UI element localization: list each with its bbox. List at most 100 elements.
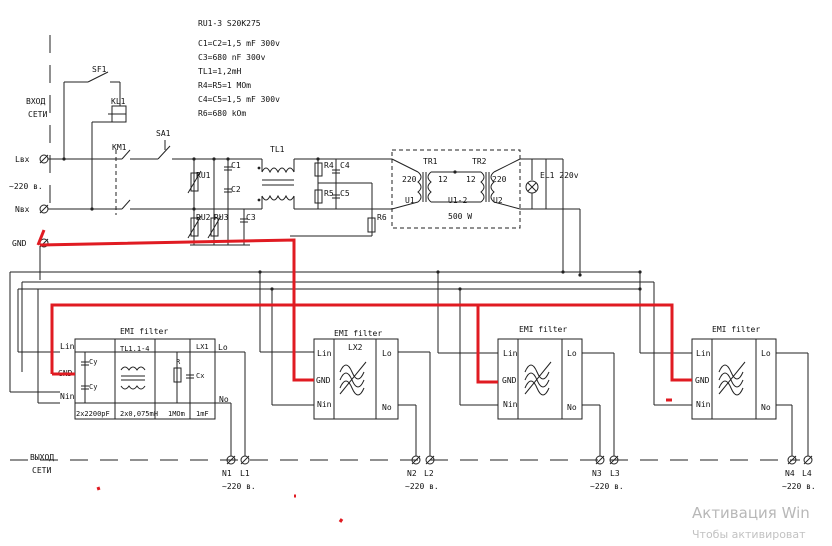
ru3-varistor [210,217,219,237]
component-notes: RU1-3 S20K275 C1=C2=1,5 mF 300v C3=680 n… [198,19,280,118]
sf1-label: SF1 [92,65,107,74]
filter-2-lx: LX2 [348,343,363,352]
tr2-secondary [490,171,495,203]
terminal-v2: ~220 в. [405,482,439,491]
filter-1-lin: Lin [60,342,75,351]
r6-label: R6 [377,213,387,222]
filter-2-no: No [382,403,392,412]
terminal-l1: L1 [240,469,250,478]
filter-3-box [497,338,583,420]
filter-4-lo: Lo [761,349,771,358]
tl1-coil-top [261,167,295,174]
terminal-n3: N3 [592,469,602,478]
tr1-secondary-voltage: 12 [438,175,448,184]
input-title-2: СЕТИ [28,110,47,119]
output-title-2: СЕТИ [32,466,51,475]
filter-1-cy1: Cy [89,358,97,366]
tr2-primary-voltage: 12 [466,175,476,184]
tr1-label: TR1 [423,157,438,166]
output-terminals-4: N4 L4 ~220 в. [782,455,816,491]
tr1-secondary [427,171,432,203]
filter-2-nin: Nin [317,400,332,409]
input-protection: RU1 RU2 RU3 C1 C2 C3 TL1 [187,145,392,246]
emi-filter-1: EMI filter Lin GND Nin Lo No TL1.1-4 LX1… [58,327,229,420]
transformer-box [391,149,521,229]
filter-2-lin: Lin [317,349,332,358]
terminal-v3: ~220 в. [590,482,624,491]
gnd-label: GND [12,239,27,248]
filter-1-spec-1: 2x2200pF [76,410,110,418]
output-terminals-1: N1 L1 ~220 в. [222,455,256,491]
red-ground-wire-3 [476,305,498,384]
note-line: C3=680 nF 300v [198,53,266,62]
u2-label: U2 [493,196,503,205]
terminal-l4: L4 [802,469,812,478]
filter-1-cx: Cx [196,372,204,380]
filter-3-gnd: GND [502,376,517,385]
tr2-secondary-voltage: 220 [492,175,507,184]
terminal-n1: N1 [222,469,232,478]
filter-2-gnd: GND [316,376,331,385]
tr2-primary [480,171,485,203]
red-ground-wire-1 [36,229,314,382]
tr2-label: TR2 [472,157,487,166]
note-line: TL1=1,2mH [198,67,242,76]
filter-1-tl: TL1.1-4 [120,345,150,353]
terminal-v1: ~220 в. [222,482,256,491]
terminal-l3: L3 [610,469,620,478]
tl1-label: TL1 [270,145,285,154]
filter-1-r: R [176,358,181,366]
note-line: C1=C2=1,5 mF 300v [198,39,280,48]
terminal-n2: N2 [407,469,417,478]
filter-3-lo: Lo [567,349,577,358]
r4-label: R4 [324,161,334,170]
ru2-label: RU2 [196,213,211,222]
filter-1-no: No [219,395,229,404]
filter-3-lin: Lin [503,349,518,358]
filter-2-title: EMI filter [334,329,382,338]
ru1-label: RU1 [196,171,211,180]
filter-1-cy2: Cy [89,383,97,391]
filter-1-nin: Nin [60,392,75,401]
r4-resistor [314,162,323,177]
sa1-label: SA1 [156,129,171,138]
output-terminals-2: N2 L2 ~220 в. [405,455,439,491]
c1-label: C1 [231,161,241,170]
ru1-varistor [190,172,199,192]
input-title-1: ВХОД [26,97,45,106]
filter-4-lin: Lin [696,349,711,358]
c4-label: C4 [340,161,350,170]
filter-1-lx: LX1 [196,343,209,351]
c5-label: C5 [340,189,350,198]
filter-1-spec-3: 1MOm [168,410,185,418]
output-section: ВЫХОД СЕТИ N1 L1 ~220 в. [10,351,816,491]
u1-label: U1 [405,196,415,205]
filter-4-gnd: GND [695,376,710,385]
note-line: R4=R5=1 MOm [198,81,251,90]
terminal-l2: L2 [424,469,434,478]
tr1-primary [417,171,422,203]
input-section: ВХОД СЕТИ Lвх ~220 в. Nвх GND SF1 KL1 KM… [9,35,262,248]
ground-annotation [36,229,692,523]
windows-activation-watermark: Активация Win Чтобы активироват [692,504,810,541]
filter-3-title: EMI filter [519,325,567,334]
filter-4-no: No [761,403,771,412]
emi-filter-4: EMI filter Lin GND Nin Lo No [691,325,777,420]
note-line: R6=680 kOm [198,109,246,118]
r5-resistor [314,189,323,204]
sf1-switch [87,71,109,83]
filter-1-title: EMI filter [120,327,168,336]
el1-label: EL1 220v [540,171,579,180]
input-voltage: ~220 в. [9,182,43,191]
filter-3-nin: Nin [503,400,518,409]
sa1-switch [157,145,171,160]
filter-1-box [74,338,216,420]
ru3-label: RU3 [214,213,229,222]
watermark-line-1: Активация Win [692,504,810,522]
filter-3-no: No [567,403,577,412]
filter-2-lo: Lo [382,349,392,358]
c2-label: C2 [231,185,241,194]
red-ground-wire-2 [50,303,692,382]
nax-label: Nвх [15,205,30,214]
